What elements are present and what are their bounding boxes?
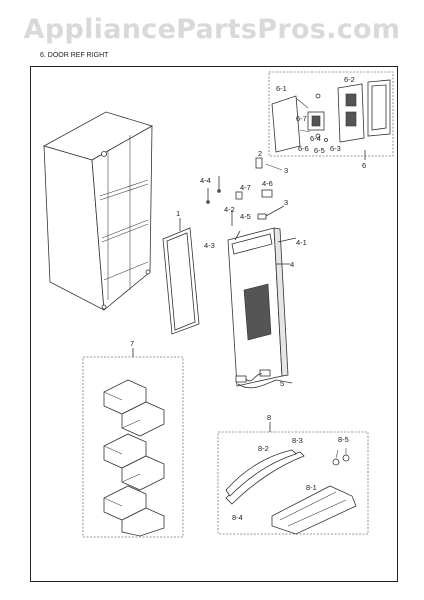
label-4-5: 4-5 xyxy=(240,212,251,221)
watermark: AppliancePartsPros.com xyxy=(23,14,401,45)
callout-labels: 1 2 3 3 4 4-1 4-2 4-3 4-4 4-5 4-6 4-7 5 … xyxy=(130,75,366,522)
diagram-frame xyxy=(30,66,398,582)
label-8-3: 8-3 xyxy=(292,436,303,445)
label-6-5: 6-5 xyxy=(314,146,325,155)
door-gasket xyxy=(162,218,200,335)
label-4-1: 4-1 xyxy=(296,238,307,247)
label-4-7: 4-7 xyxy=(240,183,251,192)
refrigerator-door xyxy=(227,227,290,387)
label-6-4: 6-4 xyxy=(310,134,321,143)
label-2: 2 xyxy=(258,149,262,158)
label-4-6: 4-6 xyxy=(262,179,273,188)
label-7: 7 xyxy=(130,339,134,348)
label-8-5: 8-5 xyxy=(338,435,349,444)
label-8-1: 8-1 xyxy=(306,483,317,492)
label-6-6: 6-6 xyxy=(298,144,309,153)
wire-harness xyxy=(235,369,293,389)
label-4-3: 4-3 xyxy=(204,241,215,250)
door-trim-parts-group xyxy=(217,422,369,535)
label-5: 5 xyxy=(280,379,284,388)
label-6-7: 6-7 xyxy=(296,114,307,123)
door-hinge-parts xyxy=(206,157,297,243)
label-4: 4 xyxy=(290,260,294,269)
label-3: 3 xyxy=(284,166,288,175)
label-8: 8 xyxy=(267,413,271,422)
label-3b: 3 xyxy=(284,198,288,207)
label-1: 1 xyxy=(176,209,180,218)
dispenser-assembly xyxy=(268,71,394,160)
label-8-2: 8-2 xyxy=(258,444,269,453)
label-6: 6 xyxy=(362,161,366,170)
page-title: 6. DOOR REF RIGHT xyxy=(40,52,109,59)
label-4-4: 4-4 xyxy=(200,176,211,185)
refrigerator-cabinet xyxy=(42,111,154,311)
label-6-3: 6-3 xyxy=(330,144,341,153)
label-4-2: 4-2 xyxy=(224,205,235,214)
door-bins-group xyxy=(82,348,184,538)
label-6-2: 6-2 xyxy=(344,75,355,84)
label-8-4: 8-4 xyxy=(232,513,243,522)
label-6-1: 6-1 xyxy=(276,84,287,93)
